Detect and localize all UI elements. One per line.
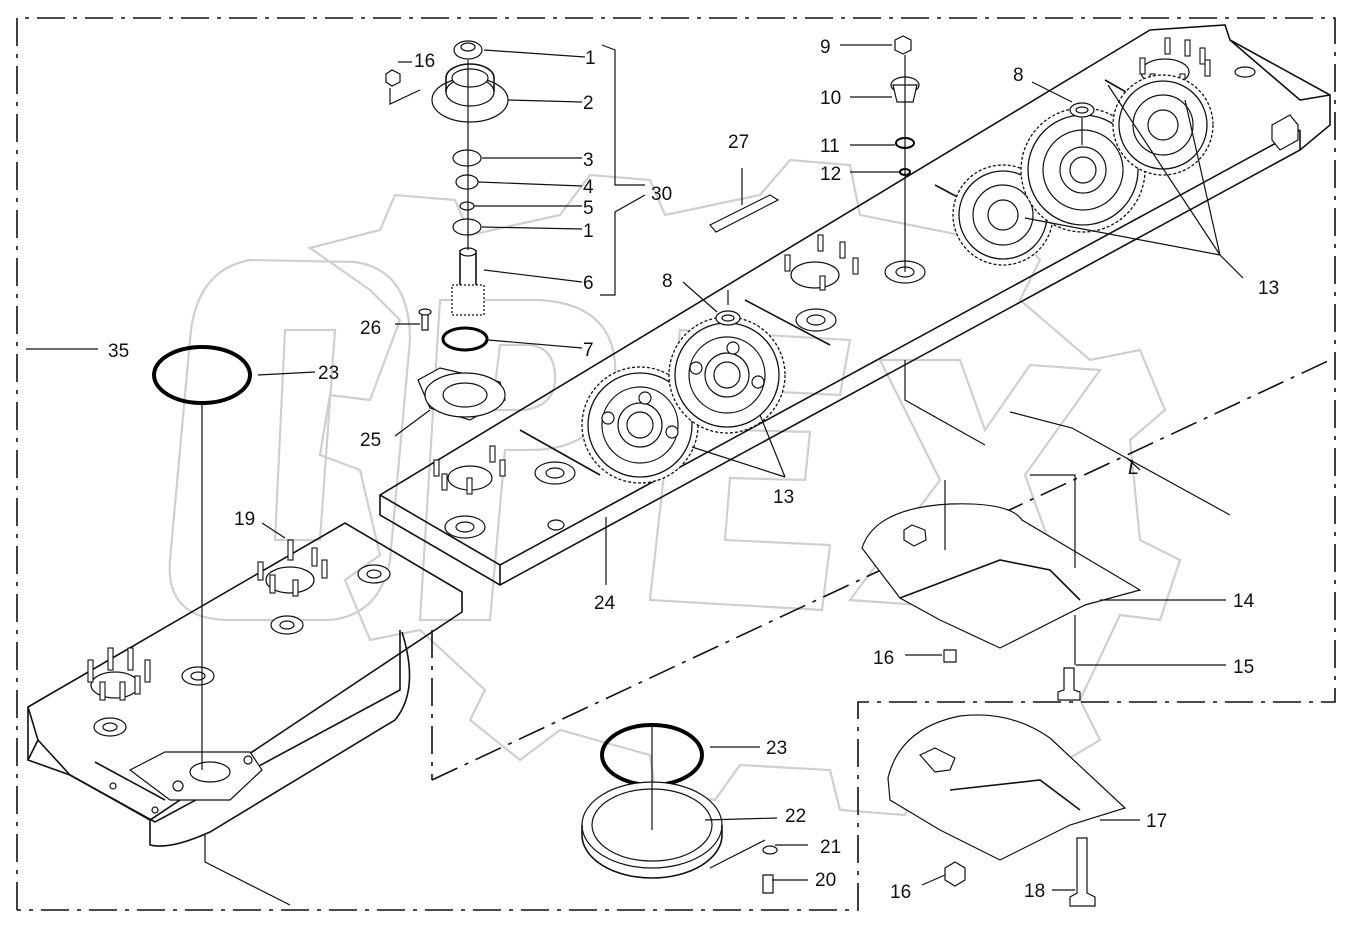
callout-20: 20 — [815, 870, 836, 891]
shaft-assembly — [385, 40, 509, 421]
left-end-housing — [27, 522, 463, 847]
callout-19: 19 — [234, 509, 255, 530]
callout-21: 21 — [820, 837, 841, 858]
callout-18: 18 — [1024, 881, 1045, 902]
callout-16-top: 16 — [414, 51, 435, 72]
callout-22: 22 — [785, 806, 806, 827]
callout-15: 15 — [1233, 657, 1254, 678]
callout-16-middle: 16 — [873, 648, 894, 669]
callout-23-left: 23 — [318, 363, 339, 384]
gear-left-upper — [668, 316, 786, 434]
watermark-logo — [168, 158, 1182, 817]
gear-right-large — [1020, 107, 1146, 233]
gear-left-lower — [581, 366, 699, 484]
callout-10: 10 — [820, 88, 841, 109]
callout-5: 5 — [583, 198, 594, 219]
callout-2: 2 — [583, 93, 594, 114]
callout-12: 12 — [820, 164, 841, 185]
callout-26: 26 — [360, 318, 381, 339]
cutterbar-main-body — [379, 24, 1331, 586]
callout-7: 7 — [583, 340, 594, 361]
leader-lines — [26, 44, 1244, 906]
callout-11: 11 — [820, 136, 840, 157]
callout-6: 6 — [583, 273, 594, 294]
skid-plate-17 — [887, 714, 1127, 907]
callout-8-upper: 8 — [1013, 65, 1024, 86]
callout-25: 25 — [360, 430, 381, 451]
skid-plate-14 — [861, 503, 1142, 701]
bearing-stack-right — [709, 35, 1095, 326]
callout-3: 3 — [583, 150, 594, 171]
callout-16-bottom: 16 — [890, 882, 911, 903]
callout-8-lower: 8 — [662, 271, 673, 292]
callout-17: 17 — [1146, 811, 1167, 832]
callout-27: 27 — [728, 132, 749, 153]
dimension-label-L: L — [1128, 457, 1139, 479]
studs-left-housing — [87, 539, 328, 701]
studs-main-bar — [433, 37, 1211, 495]
callout-1-lower: 1 — [583, 221, 594, 242]
callout-9: 9 — [820, 37, 831, 58]
callout-13-upper: 13 — [1258, 278, 1279, 299]
gear-right-top — [1112, 74, 1214, 176]
gear-train — [581, 74, 1214, 484]
callout-14: 14 — [1233, 591, 1255, 612]
callout-35: 35 — [108, 341, 129, 362]
callout-30: 30 — [651, 184, 672, 205]
callout-13-lower: 13 — [773, 487, 794, 508]
callout-labels: 1 2 3 4 5 1 6 7 30 16 26 25 23 35 19 27 … — [108, 37, 1279, 903]
callout-4: 4 — [583, 177, 594, 198]
callout-23-lower: 23 — [766, 738, 787, 759]
cover-plate — [581, 781, 778, 894]
callout-1-top: 1 — [585, 48, 596, 69]
callout-24: 24 — [594, 593, 616, 614]
